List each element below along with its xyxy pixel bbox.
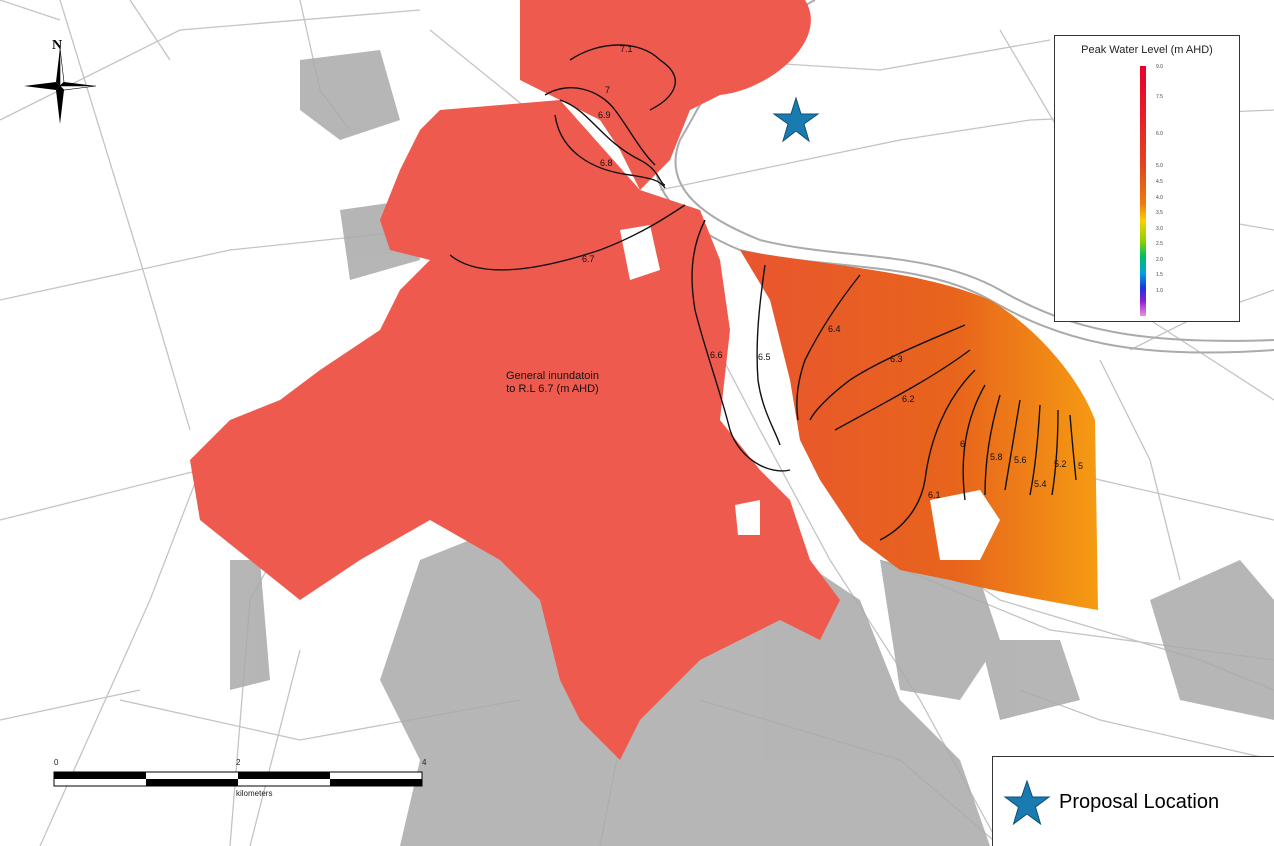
contour-line — [796, 274, 861, 421]
compass-icon — [24, 47, 97, 124]
legend-tick-label: 6.0 — [1156, 131, 1163, 137]
flood-island — [620, 225, 660, 280]
proposal-location-key: Proposal Location — [992, 756, 1274, 846]
contour-label: 6.2 — [902, 394, 915, 404]
contour-label: 6.5 — [758, 352, 771, 362]
contour-label: 6.8 — [600, 158, 613, 168]
scale-unit: kilometers — [236, 789, 273, 798]
contour-line — [1004, 399, 1021, 491]
contour-line — [559, 99, 666, 186]
legend: Peak Water Level (m AHD) 9.0 7.5 6.0 5.0 4.5… — [1054, 35, 1240, 322]
contour-labels: 7.1 7 6.9 6.8 6.7 6.6 6.5 6.4 6.3 6.2 6.1 6 5.8 5.6 5.… — [582, 44, 1083, 500]
contour-label: 6 — [960, 439, 965, 449]
contour-label: 5 — [1078, 461, 1083, 471]
flood-extent-east — [740, 250, 1098, 610]
contour-label: 6.6 — [710, 350, 723, 360]
inundation-annotation: General inundatoin to R.L 6.7 (m AHD) — [506, 370, 599, 396]
contour-label: 6.3 — [890, 354, 903, 364]
proposal-location-marker — [772, 96, 820, 143]
contour-label: 5.8 — [990, 452, 1003, 462]
north-arrow — [20, 38, 98, 128]
scale-bar: 0 2 4 kilometers — [50, 758, 430, 808]
north-label: N — [52, 38, 63, 53]
proposal-location-label: Proposal Location — [1059, 791, 1220, 813]
flood-island — [930, 490, 1000, 560]
contour-label: 5.4 — [1034, 479, 1047, 489]
legend-color-bar — [1140, 66, 1146, 316]
legend-tick-label: 9.0 — [1156, 64, 1163, 70]
contour-line — [1029, 404, 1041, 496]
contour-line — [1069, 414, 1077, 481]
legend-tick-label: 7.5 — [1156, 94, 1163, 100]
legend-tick-label: 3.0 — [1156, 226, 1163, 232]
legend-tick-label: 1.5 — [1156, 272, 1163, 278]
contour-line — [554, 114, 666, 189]
legend-tick-label: 4.5 — [1156, 179, 1163, 185]
legend-tick-label: 3.5 — [1156, 210, 1163, 216]
contour-line — [984, 394, 1001, 496]
legend-tick-label: 5.0 — [1156, 163, 1163, 169]
contour-line — [544, 87, 656, 166]
legend-tick-label: 2.0 — [1156, 257, 1163, 263]
contour-label: 5.6 — [1014, 455, 1027, 465]
contour-label: 7.1 — [620, 44, 633, 54]
legend-tick-label: 2.5 — [1156, 241, 1163, 247]
scale-label-0: 0 — [54, 758, 59, 767]
contour-line — [879, 369, 976, 541]
contour-label: 6.4 — [828, 324, 841, 334]
contour-label: 6.7 — [582, 254, 595, 264]
legend-title: Peak Water Level (m AHD) — [1081, 44, 1213, 56]
annotation-line-1: General inundatoin — [506, 370, 599, 382]
contour-line — [449, 204, 686, 271]
legend-tick-label: 4.0 — [1156, 195, 1163, 201]
flood-island — [735, 500, 760, 535]
scale-label-2: 2 — [236, 758, 241, 767]
contour-lines — [449, 44, 1077, 541]
contour-label: 6.9 — [598, 110, 611, 120]
contour-line — [962, 384, 986, 501]
contour-line — [691, 219, 791, 472]
annotation-line-2: to R.L 6.7 (m AHD) — [506, 383, 599, 395]
contour-line — [569, 44, 676, 111]
contour-label: 6.1 — [928, 490, 941, 500]
flood-extent — [190, 0, 840, 760]
contour-line — [809, 324, 966, 421]
legend-tick-label: 1.0 — [1156, 288, 1163, 294]
contour-label: 5.2 — [1054, 459, 1067, 469]
contour-line — [1051, 409, 1059, 496]
star-icon — [1003, 779, 1051, 826]
contour-line — [756, 264, 781, 446]
scale-label-4: 4 — [422, 758, 427, 767]
contour-line — [834, 349, 971, 431]
contour-label: 7 — [605, 85, 610, 95]
